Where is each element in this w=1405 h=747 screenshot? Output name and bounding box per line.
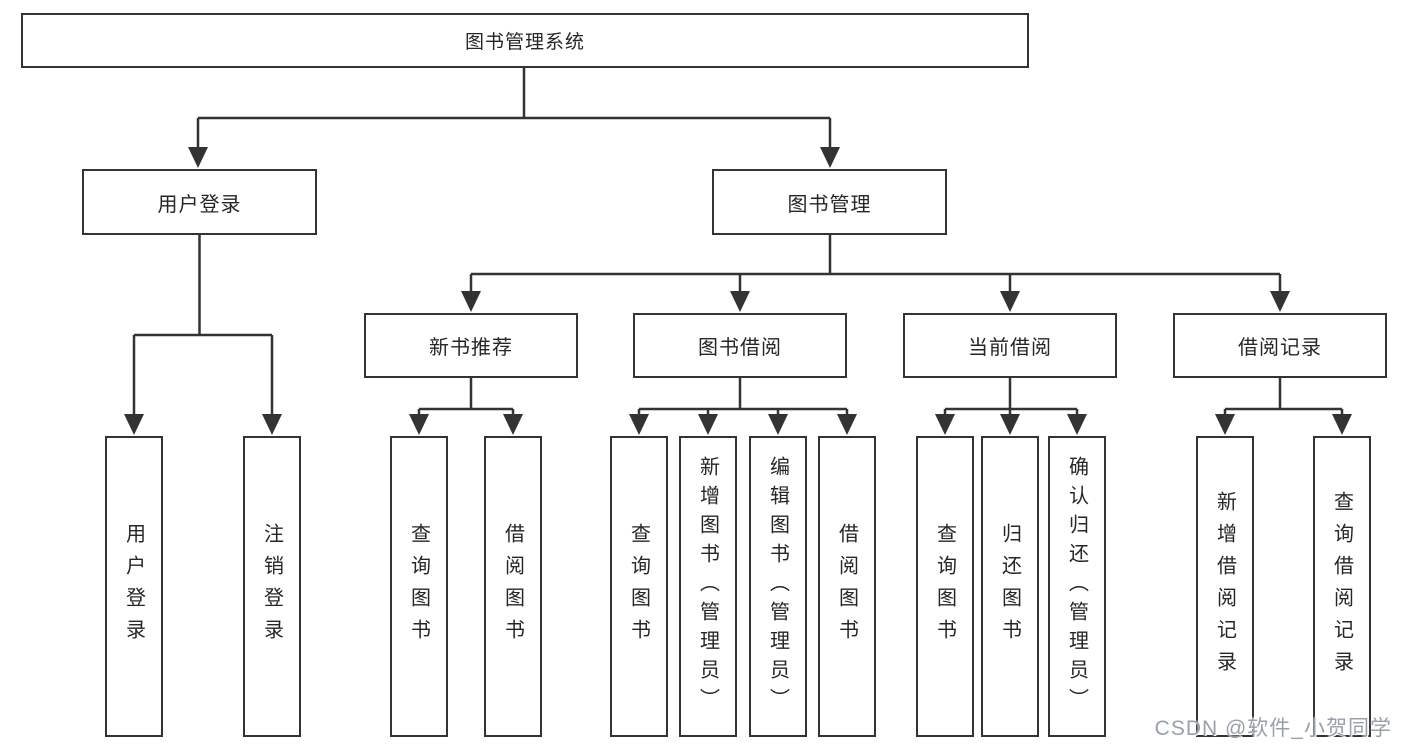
arrow-down-icon	[1067, 414, 1087, 435]
leaf-return-books: 归还图书	[981, 436, 1039, 737]
leaf-query-books: 查询图书	[610, 436, 668, 737]
leaf-logout: 注销登录	[243, 436, 301, 737]
arrow-down-icon	[1215, 414, 1235, 435]
arrow-down-icon	[1332, 414, 1352, 435]
node-current-borrowing: 当前借阅	[903, 313, 1117, 378]
arrow-down-icon	[837, 414, 857, 435]
arrow-down-icon	[698, 414, 718, 435]
arrow-down-icon	[409, 414, 429, 435]
arrow-down-icon	[124, 414, 144, 435]
arrow-down-icon	[730, 291, 750, 312]
node-book-borrowing: 图书借阅	[633, 313, 847, 378]
node-borrowing-records: 借阅记录	[1173, 313, 1387, 378]
arrow-down-icon	[262, 414, 282, 435]
leaf-add-books-admin: 新增图书（管理员）	[679, 436, 737, 737]
leaf-user-login: 用户登录	[105, 436, 163, 737]
arrow-down-icon	[503, 414, 523, 435]
node-library-management-system: 图书管理系统	[21, 13, 1029, 68]
arrow-down-icon	[768, 414, 788, 435]
arrow-down-icon	[1000, 291, 1020, 312]
csdn-watermark: CSDN @软件_小贺同学	[1154, 717, 1392, 740]
arrow-down-icon	[935, 414, 955, 435]
arrow-down-icon	[1000, 414, 1020, 435]
arrow-down-icon	[188, 147, 208, 168]
node-book-management: 图书管理	[712, 169, 947, 235]
leaf-confirm-return-admin: 确认归还（管理员）	[1048, 436, 1106, 737]
leaf-borrow-books: 借阅图书	[484, 436, 542, 737]
node-new-book-recommendation: 新书推荐	[364, 313, 578, 378]
arrow-down-icon	[820, 147, 840, 168]
arrow-down-icon	[1270, 291, 1290, 312]
leaf-borrow-books: 借阅图书	[818, 436, 876, 737]
arrow-down-icon	[629, 414, 649, 435]
node-user-login: 用户登录	[82, 169, 317, 235]
arrow-down-icon	[461, 291, 481, 312]
leaf-query-books: 查询图书	[916, 436, 974, 737]
leaf-add-borrow-record: 新增借阅记录	[1196, 436, 1254, 737]
leaf-query-books: 查询图书	[390, 436, 448, 737]
leaf-edit-books-admin: 编辑图书（管理员）	[749, 436, 807, 737]
leaf-query-borrow-record: 查询借阅记录	[1313, 436, 1371, 737]
